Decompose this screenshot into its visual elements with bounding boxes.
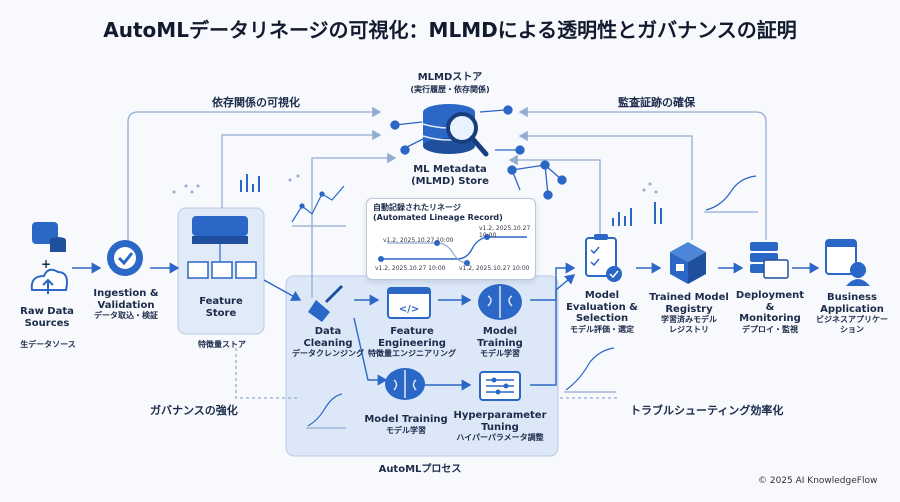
automl-process-label: AutoMLプロセス	[378, 464, 462, 475]
lineage-title: 自動記録されたリネージ	[373, 203, 461, 212]
node-feature-store[interactable]: Feature Store	[186, 296, 256, 319]
feedback-lines	[127, 106, 767, 399]
model-training-brain-icon-bottom	[385, 368, 425, 400]
node-ingestion[interactable]: Ingestion & Validation データ取込・検証	[88, 288, 164, 321]
hp-label-1: Hyperparameter	[453, 410, 547, 421]
tag-dependency: 依存関係の可視化	[212, 96, 300, 109]
decorative-charts	[240, 174, 758, 429]
hp-label-2: Tuning	[481, 421, 519, 433]
page-title: AutoMLデータリネージの可視化：MLMDによる透明性とガバナンスの証明	[103, 18, 797, 42]
node-model-training-bottom[interactable]: Model Training モデル学習	[364, 414, 448, 435]
hp-jp: ハイパーパラメータ調整	[456, 433, 544, 442]
lineage-version-1: v1.2, 2025.10.27 10:00	[479, 225, 531, 239]
tag-audit: 監査証跡の確保	[618, 96, 695, 109]
node-business-application[interactable]: Business Application ビジネスアプリケー ション	[810, 292, 894, 334]
raw-label-1: Raw Data	[20, 306, 74, 317]
raw-data-database-icon: +	[30, 222, 68, 294]
business-application-icon	[825, 239, 870, 286]
ingest-jp: データ取込・検証	[94, 311, 158, 320]
node-model-evaluation[interactable]: Model Evaluation & Selection モデル評価・選定	[566, 290, 638, 334]
clean-jp: データクレンジング	[292, 349, 364, 358]
dep-label-2: Monitoring	[739, 313, 801, 324]
dep-label-1: Deployment &	[735, 290, 805, 313]
clean-label-2: Cleaning	[303, 337, 353, 349]
lineage-version-2: v1.2, 2025.10.27 10:00	[383, 237, 454, 244]
reg-label-2: Registry	[665, 303, 713, 315]
lineage-version-4: v1.2, 2025.10.27 10:00	[459, 265, 530, 272]
biz-jp-2: ション	[840, 324, 864, 334]
eval-label-1: Model	[584, 290, 620, 301]
biz-label-2: Application	[820, 303, 884, 315]
reg-label-1: Trained Model	[649, 292, 729, 303]
eval-label-2: Evaluation &	[566, 301, 638, 313]
mlmd-database-icon	[422, 104, 489, 157]
svg-text:</>: </>	[399, 304, 419, 315]
eval-jp: モデル評価・選定	[570, 324, 634, 334]
evaluation-clipboard-icon	[585, 234, 622, 282]
raw-jp: 生データソース	[20, 340, 76, 349]
raw-label-2: Sources	[24, 317, 70, 329]
clean-label-1: Data	[314, 326, 342, 337]
main-flow-arrows	[72, 262, 820, 391]
fe-label-2: Engineering	[378, 337, 446, 349]
tag-troubleshoot: トラブルシューティング効率化	[630, 404, 784, 417]
hyperparameter-sliders-icon	[479, 371, 521, 401]
mlmd-metadata-label-1: ML Metadata	[413, 164, 487, 175]
feature-engineering-code-icon: </>	[387, 287, 431, 319]
fe-jp: 特徴量エンジニアリング	[368, 349, 456, 358]
svg-text:+: +	[41, 257, 51, 271]
fs-label-2: Store	[205, 307, 237, 319]
decorative-dots	[172, 174, 658, 194]
node-raw-data[interactable]: Raw Data Sources	[14, 306, 80, 329]
model-registry-box-icon	[670, 242, 706, 284]
deployment-server-icon	[750, 242, 789, 279]
node-deployment[interactable]: Deployment & Monitoring デプロイ・監視	[730, 290, 810, 334]
fe-label-1: Feature	[390, 326, 434, 337]
mlmd-store-name: MLMDストア	[417, 72, 483, 83]
biz-jp-1: ビジネスアプリケー	[816, 315, 888, 324]
lineage-title-en: (Automated Lineage Record)	[373, 213, 503, 222]
ingestion-gear-icon	[107, 240, 143, 276]
eval-label-3: Selection	[575, 313, 629, 324]
feature-store-server-icon	[187, 216, 257, 279]
fs-label-1: Feature	[199, 296, 243, 307]
biz-label-1: Business	[827, 292, 877, 303]
mlmd-network-graph	[390, 105, 567, 200]
model-training-brain-icon-top	[478, 284, 522, 320]
fs-jp: 特徴量ストア	[198, 340, 246, 349]
lineage-record-card[interactable]: 自動記録されたリネージ (Automated Lineage Record) v…	[366, 198, 536, 280]
node-feature-engineering[interactable]: Feature Engineering 特徴量エンジニアリング	[366, 326, 458, 359]
mlmd-metadata-label-2: (MLMD) Store	[411, 176, 489, 187]
mt-top-label-1: Model	[482, 326, 518, 337]
node-model-registry[interactable]: Trained Model Registry 学習済みモデル レジストリ	[646, 292, 732, 334]
footer-copyright: © 2025 AI KnowledgeFlow	[758, 476, 878, 486]
reg-jp-1: 学習済みモデル	[661, 315, 717, 324]
node-data-cleaning[interactable]: Data Cleaning データクレンジング	[290, 326, 366, 359]
reg-jp-2: レジストリ	[669, 324, 709, 334]
lineage-version-3: v1.2, 2025.10.27 10:00	[375, 265, 446, 272]
mt-top-label-2: Training	[477, 337, 523, 349]
mt-top-jp: モデル学習	[480, 349, 520, 358]
lineage-graph	[378, 234, 527, 266]
node-hyperparameter-tuning[interactable]: Hyperparameter Tuning ハイパーパラメータ調整	[450, 410, 550, 443]
dep-jp: デプロイ・監視	[742, 324, 798, 334]
tag-governance: ガバナンスの強化	[150, 404, 238, 417]
mt-bottom-jp: モデル学習	[386, 425, 426, 435]
mlmd-store-desc: (実行履歴・依存関係)	[410, 85, 490, 94]
ingest-label-2: Validation	[97, 299, 155, 311]
ingest-label-1: Ingestion &	[93, 288, 159, 299]
data-cleaning-broom-icon	[308, 284, 344, 322]
mt-bottom-label: Model Training	[364, 414, 448, 425]
node-model-training-top[interactable]: Model Training モデル学習	[468, 326, 532, 359]
